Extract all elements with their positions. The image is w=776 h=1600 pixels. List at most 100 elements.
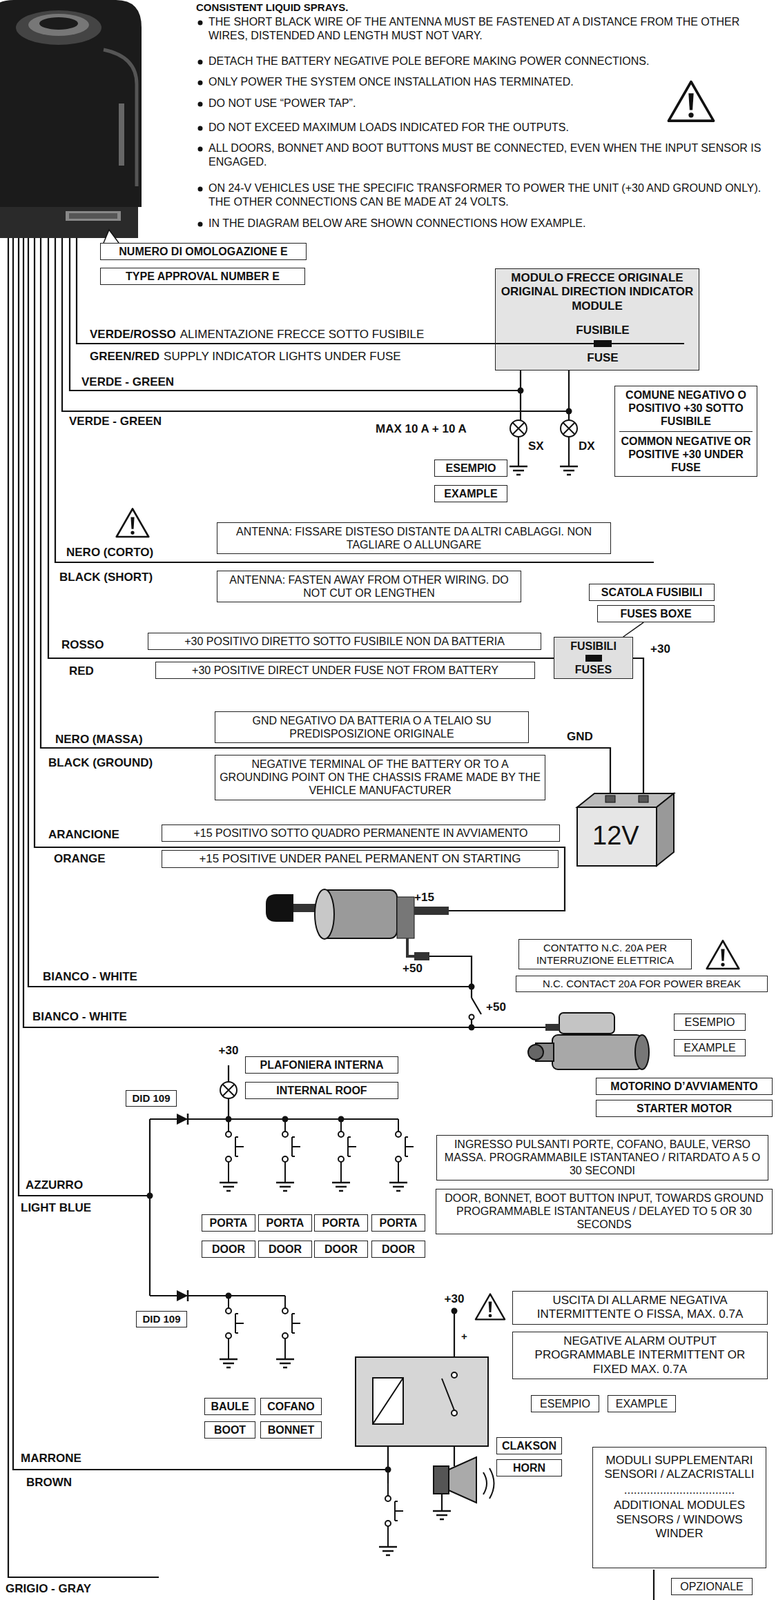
- alarm-control-unit: [118, 103, 125, 166]
- lamp-symbol: [510, 420, 527, 438]
- wire: [593, 340, 612, 348]
- optional-modules-box: MODULI SUPPLEMENTARI SENSORI / ALZACRIST…: [592, 1447, 767, 1570]
- alarm-control-unit: [65, 211, 121, 221]
- box-text: HORN: [501, 1462, 558, 1476]
- note-text: CONSISTENT LIQUID SPRAYS.: [196, 1, 348, 15]
- junction-dot: [468, 984, 475, 991]
- box-text: COMUNE NEGATIVO O POSITIVO +30 SOTTO FUS…: [619, 388, 753, 429]
- optional-tag: OPZIONALE: [671, 1578, 753, 1597]
- ignition-switch: [396, 897, 415, 939]
- ignition-switch: [414, 907, 449, 916]
- box-text: ANTENNA: FISSARE DISTESO DISTANTE DA ALT…: [221, 525, 607, 552]
- push-button: [276, 1119, 301, 1192]
- wire-color-name: BIANCO - WHITE: [42, 970, 138, 985]
- box-text: +30 POSITIVO DIRETTO SOTTO FUSIBILE NON …: [152, 635, 537, 649]
- wire-color-name: GREEN/RED: [89, 349, 160, 364]
- wire: [8, 238, 685, 1600]
- wire: [469, 1015, 475, 1021]
- wire-color-name: VERDE - GREEN: [81, 374, 174, 390]
- box-text: NUMERO DI OMOLOGAZIONE E: [104, 245, 302, 259]
- part-name-box: STARTER MOTOR: [595, 1100, 773, 1118]
- terminal-label: +50: [402, 961, 423, 977]
- push-button: [276, 1296, 301, 1369]
- lamp-symbol: [560, 420, 578, 438]
- terminal-label: +30: [650, 642, 671, 657]
- warning-note: DO NOT EXCEED MAXIMUM LOADS INDICATED FO…: [208, 120, 772, 135]
- instruction-box: +15 POSITIVO SOTTO QUADRO PERMANENTE IN …: [161, 825, 560, 843]
- fuse-box: FUSIBILIFUSES: [553, 637, 634, 680]
- terminal-label: +50: [486, 1000, 507, 1015]
- wire-color-name: BLACK (SHORT): [59, 570, 153, 585]
- diode-symbol: [176, 1114, 188, 1126]
- wire-color-name: ROSSO: [61, 637, 104, 653]
- switch-name-box: PORTA: [371, 1215, 426, 1233]
- warning-note: ON 24-V VEHICLES USE THE SPECIFIC TRANSF…: [208, 181, 772, 210]
- battery-12v: [605, 796, 616, 803]
- instruction-box: +15 POSITIVE UNDER PANEL PERMANENT ON ST…: [161, 850, 559, 869]
- warning-triangle: [668, 82, 714, 122]
- note-bullet: [198, 80, 203, 86]
- starter-motor: [559, 1013, 615, 1035]
- warning-note: DETACH THE BATTERY NEGATIVE POLE BEFORE …: [208, 54, 772, 69]
- wire-function: ALIMENTAZIONE FRECCE SOTTO FUSIBILE: [180, 327, 425, 342]
- box-text: ORIGINAL DIRECTION INDICATOR MODULE: [499, 285, 695, 314]
- fuse-label: FUSIBILE: [575, 323, 629, 338]
- wire-color-name: ORANGE: [53, 851, 106, 867]
- terminal-label: +30: [218, 1043, 239, 1059]
- box-text: ..................................: [597, 1484, 762, 1499]
- lamp-side-label: DX: [578, 439, 596, 454]
- example-tag: ESEMPIO: [434, 459, 508, 478]
- horn-relay: [451, 1411, 458, 1417]
- switch-name-box: PORTA: [258, 1215, 313, 1233]
- box-text: BONNET: [265, 1424, 317, 1438]
- alarm-control-unit: [0, 0, 142, 208]
- approval-callout: TYPE APPROVAL NUMBER E: [100, 267, 306, 286]
- wire-color-name: VERDE/ROSSO: [89, 327, 177, 342]
- alarm-control-unit: [28, 13, 90, 36]
- box-text: DID 109: [140, 1313, 183, 1327]
- junction-dot: [451, 1308, 458, 1316]
- warning-note: IN THE DIAGRAM BELOW ARE SHOWN CONNECTIO…: [208, 216, 772, 231]
- box-text: DOOR: [206, 1243, 251, 1257]
- callout-leader: [623, 622, 644, 638]
- battery-12v: [638, 796, 649, 803]
- part-name-box: INTERNAL ROOF: [245, 1082, 399, 1100]
- junction-dot: [468, 1025, 475, 1032]
- note-bullet: [198, 222, 203, 228]
- module-panel: [495, 268, 700, 371]
- ground-symbol: [559, 466, 578, 475]
- box-text: MODULO FRECCE ORIGINALE: [499, 271, 695, 286]
- switch-name-box: BAULE: [204, 1398, 256, 1416]
- switch-name-box: DOOR: [201, 1241, 256, 1259]
- box-text: ADDITIONAL MODULES SENSORS / WINDOWS WIN…: [597, 1499, 762, 1542]
- box-text: ESEMPIO: [439, 461, 503, 475]
- box-text: FUSES BOXE: [602, 607, 710, 621]
- box-text: GND NEGATIVO DA BATTERIA O A TELAIO SU P…: [219, 714, 525, 741]
- warning-note: ONLY POWER THE SYSTEM ONCE INSTALLATION …: [208, 75, 772, 90]
- box-text: MODULI SUPPLEMENTARI SENSORI / ALZACRIST…: [597, 1454, 762, 1483]
- approval-callout: NUMERO DI OMOLOGAZIONE E: [100, 243, 307, 261]
- ground-symbol: [509, 466, 528, 475]
- push-button: [332, 1119, 357, 1192]
- instruction-box: INGRESSO PULSANTI PORTE, COFANO, BAULE, …: [436, 1135, 769, 1182]
- instruction-box: DOOR, BONNET, BOOT BUTTON INPUT, TOWARDS…: [435, 1189, 773, 1236]
- instruction-box: NEGATIVE ALARM OUTPUT PROGRAMMABLE INTER…: [512, 1332, 768, 1381]
- starter-motor: [635, 1035, 649, 1071]
- note-box: COMUNE NEGATIVO O POSITIVO +30 SOTTO FUS…: [614, 385, 758, 478]
- alarm-control-unit: [39, 17, 79, 30]
- alarm-control-unit: [15, 10, 102, 45]
- ground-symbol: [432, 1511, 451, 1521]
- alarm-control-unit: [103, 49, 137, 187]
- note-bullet: [198, 60, 203, 65]
- wire-color-name: BIANCO - WHITE: [32, 1010, 128, 1025]
- wire-color-name: GRIGIO - GRAY: [5, 1582, 92, 1597]
- wire-color-name: ARANCIONE: [48, 827, 120, 843]
- starter-motor: [528, 1045, 544, 1061]
- starter-motor: [545, 1024, 560, 1032]
- push-button: [219, 1119, 244, 1192]
- terminal-label: +: [461, 1331, 468, 1345]
- box-text: CONTATTO N.C. 20A PER INTERRUZIONE ELETT…: [523, 942, 687, 968]
- box-text: DOOR: [263, 1243, 308, 1257]
- fuse-label: FUSE: [586, 350, 618, 366]
- switch-name-box: COFANO: [260, 1398, 322, 1416]
